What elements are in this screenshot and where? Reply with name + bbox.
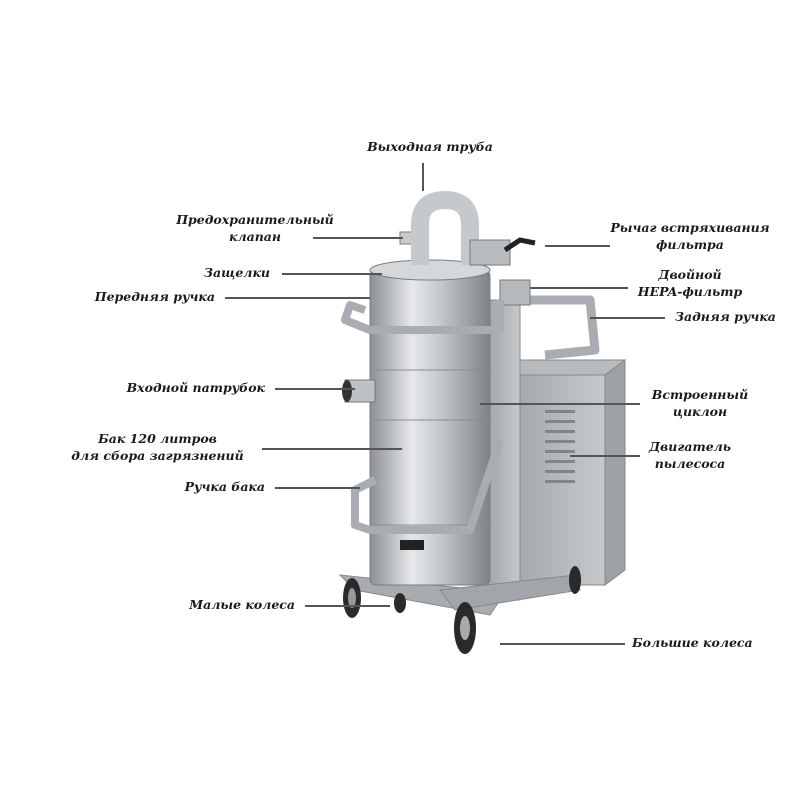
label-line: пылесоса — [654, 456, 726, 471]
label-line: клапан — [228, 229, 281, 244]
label-cyclone: Встроенный циклон — [645, 386, 755, 420]
tank — [369, 259, 491, 586]
label-line: Встроенный — [651, 387, 749, 402]
label-hepa: Двойной HEPA-фильтр — [625, 266, 755, 300]
large-wheels — [454, 566, 581, 654]
label-outlet-pipe: Выходная труба — [367, 139, 493, 154]
label-tank: Бак 120 литров для сбора загрязнений — [60, 430, 255, 464]
small-wheels — [343, 578, 406, 618]
leader-line — [530, 287, 628, 289]
leader-line — [275, 487, 360, 489]
label-line: Двигатель — [648, 439, 732, 454]
label-filter-shaker: Рычаг встряхивания фильтра — [600, 219, 780, 253]
label-safety-valve: Предохранительный клапан — [160, 211, 350, 245]
label-front-handle: Передняя ручка — [94, 289, 215, 304]
leader-line — [480, 403, 640, 405]
label-tank-handle: Ручка бака — [184, 479, 265, 494]
rear-handle — [520, 295, 600, 360]
label-line: фильтра — [656, 237, 724, 252]
label-inlet: Входной патрубок — [126, 380, 265, 395]
leader-line — [570, 455, 640, 457]
shaker-lever — [503, 237, 536, 253]
leader-line — [422, 163, 424, 191]
leader-line — [313, 237, 403, 239]
leader-line — [282, 273, 382, 275]
label-line: для сбора загрязнений — [71, 448, 244, 463]
label-line: Двойной — [658, 267, 722, 282]
label-line: Предохранительный — [176, 212, 334, 227]
leader-line — [305, 605, 390, 607]
leader-line — [500, 643, 625, 645]
label-line: HEPA-фильтр — [637, 284, 743, 299]
label-line: циклон — [672, 404, 728, 419]
label-motor: Двигатель пылесоса — [640, 438, 740, 472]
leader-line — [262, 448, 402, 450]
leader-line — [275, 388, 355, 390]
label-line: Бак 120 литров — [98, 431, 217, 446]
leader-line — [545, 245, 610, 247]
label-line: Рычаг встряхивания — [610, 220, 770, 235]
front-handle — [341, 300, 504, 334]
leader-line — [590, 317, 665, 319]
label-latches: Защелки — [204, 265, 270, 280]
label-small-wheels: Малые колеса — [189, 597, 295, 612]
label-rear-handle: Задняя ручка — [675, 309, 776, 324]
leader-line — [225, 297, 370, 299]
label-large-wheels: Большие колеса — [632, 635, 753, 650]
